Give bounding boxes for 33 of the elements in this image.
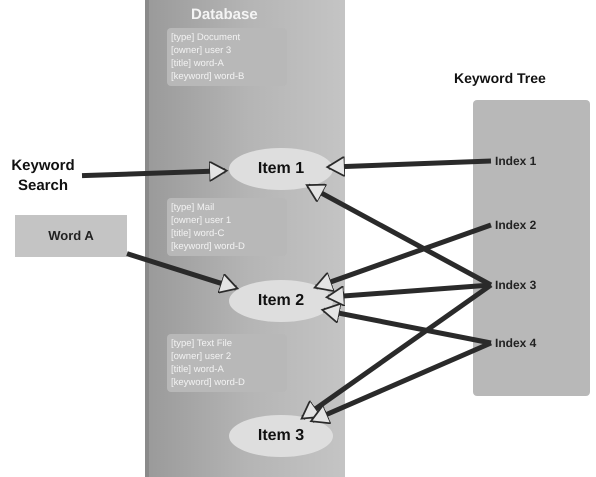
index-label: Index 2 (495, 216, 555, 234)
item-ellipse: Item 2 (229, 280, 333, 322)
database-panel (145, 0, 345, 477)
record-box (167, 28, 287, 86)
index-label: Index 4 (495, 334, 555, 352)
arrow (126, 251, 238, 294)
item-ellipse: Item 1 (229, 148, 333, 190)
arrow (82, 160, 228, 182)
panel-title: Database (191, 5, 258, 25)
arrow (310, 340, 492, 424)
index-label: Index 3 (495, 276, 555, 294)
record-field: [keyword] word-D (171, 376, 283, 389)
arrow (306, 184, 492, 288)
record-field: [title] word-A (171, 57, 283, 70)
keyword-search-label: Keyword Search (4, 156, 82, 198)
arrow (326, 156, 492, 178)
word-box: Word A (15, 215, 127, 257)
arrow (321, 302, 492, 346)
record-box (167, 198, 287, 256)
record-field: [owner] user 1 (171, 214, 283, 227)
record-field: [type] Text File (171, 337, 283, 350)
record-field: [type] Document (171, 31, 283, 44)
record-field: [keyword] word-B (171, 70, 283, 83)
record-field: [keyword] word-D (171, 240, 283, 253)
item-ellipse: Item 3 (229, 415, 333, 457)
record-field: [type] Mail (171, 201, 283, 214)
tree-title: Keyword Tree (454, 69, 546, 88)
record-field: [owner] user 3 (171, 44, 283, 57)
record-field: [title] word-C (171, 227, 283, 240)
arrow (300, 282, 492, 420)
record-field: [title] word-A (171, 363, 283, 376)
index-label: Index 1 (495, 152, 555, 170)
record-field: [owner] user 2 (171, 350, 283, 363)
